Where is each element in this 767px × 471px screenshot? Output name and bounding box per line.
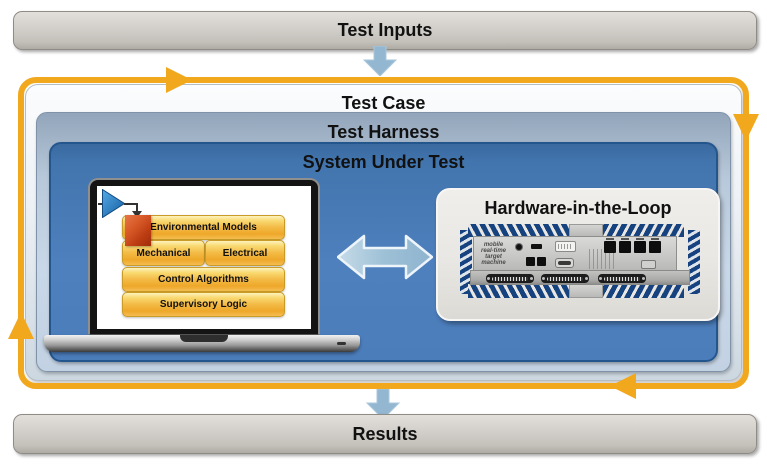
- dvi-port-icon: [555, 241, 576, 252]
- hardware-in-the-loop-label: Hardware-in-the-Loop: [484, 198, 672, 218]
- db9-port-icon: [641, 260, 656, 269]
- ethernet-port-icon: [634, 238, 646, 253]
- loop-arrowhead-down-icon: [733, 114, 759, 141]
- results-bar: Results: [13, 414, 757, 454]
- heatsink-fins-top: [468, 224, 684, 237]
- ethernet-port-icon: [604, 238, 616, 253]
- flow-arrow-down-icon: [366, 389, 400, 419]
- block-electrical: Electrical: [205, 240, 285, 266]
- input-port-icon: [102, 189, 125, 218]
- signal-arrowhead-icon: [132, 211, 142, 218]
- hardware-in-the-loop-box: Hardware-in-the-Loop mobile real-time ta…: [436, 188, 720, 321]
- device-io-strip: [470, 270, 690, 285]
- block-label: Supervisory Logic: [159, 299, 248, 310]
- laptop-port-slot: [337, 342, 346, 345]
- block-label: Control Algorithms: [158, 274, 249, 285]
- mounting-tab: [569, 284, 603, 298]
- io-module-connector-icon: [486, 274, 534, 283]
- laptop-screen: Environmental Models Mechanical Electric…: [88, 178, 320, 335]
- test-case-label: Test Case: [341, 93, 426, 113]
- signal-line: [124, 203, 138, 205]
- usb-port-icon: [531, 244, 542, 249]
- loop-arrowhead-left-icon: [610, 373, 636, 399]
- io-port-icon: [537, 257, 546, 266]
- system-under-test-label: System Under Test: [302, 152, 465, 172]
- block-label: Electrical: [222, 247, 268, 259]
- pin-header-icon: [589, 249, 615, 269]
- realtime-target-machine-image: mobile real-time target machine: [460, 224, 700, 304]
- block-supervisory-logic: Supervisory Logic: [122, 292, 285, 317]
- laptop-latch-notch: [180, 335, 228, 342]
- signal-line: [98, 203, 103, 205]
- signal-line: [136, 203, 138, 212]
- loop-arrowhead-up-icon: [8, 312, 34, 339]
- block-label: Environmental Models: [150, 222, 257, 233]
- test-inputs-label: Test Inputs: [337, 20, 433, 40]
- test-harness-label: Test Harness: [327, 122, 440, 142]
- io-module-connector-icon: [541, 274, 589, 283]
- block-label: Mechanical: [136, 247, 191, 259]
- heatsink-fins-right: [688, 230, 700, 294]
- ethernet-port-icon: [619, 238, 631, 253]
- loop-arrowhead-right-icon: [166, 67, 192, 93]
- source-block: [125, 215, 151, 246]
- test-inputs-bar: Test Inputs: [13, 11, 757, 50]
- bidirectional-arrow-icon: [337, 234, 433, 280]
- power-connector-icon: [515, 243, 523, 251]
- block-control-algorithms: Control Algorithms: [122, 267, 285, 292]
- results-label: Results: [352, 423, 418, 444]
- serial-port-icon: [555, 258, 574, 268]
- device-faceplate: mobile real-time target machine: [473, 236, 677, 271]
- laptop-base: [44, 335, 360, 352]
- device-branding-text: mobile real-time target machine: [481, 242, 507, 266]
- heatsink-fins-bottom: [468, 284, 684, 298]
- ethernet-port-icon: [649, 238, 661, 253]
- io-module-connector-icon: [598, 274, 646, 283]
- simulink-model-canvas: Environmental Models Mechanical Electric…: [97, 186, 311, 329]
- flow-arrow-down-icon: [363, 46, 397, 76]
- io-port-icon: [526, 257, 535, 266]
- heatsink-fins-left: [460, 230, 472, 294]
